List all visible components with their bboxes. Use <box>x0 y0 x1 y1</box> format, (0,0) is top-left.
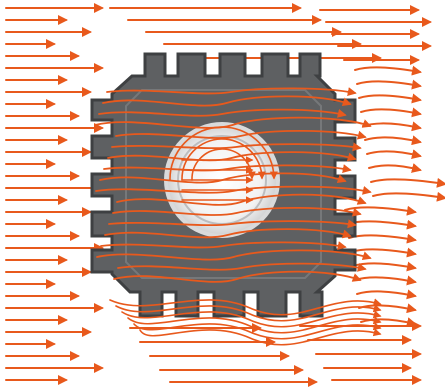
flow-illustration <box>0 0 445 389</box>
